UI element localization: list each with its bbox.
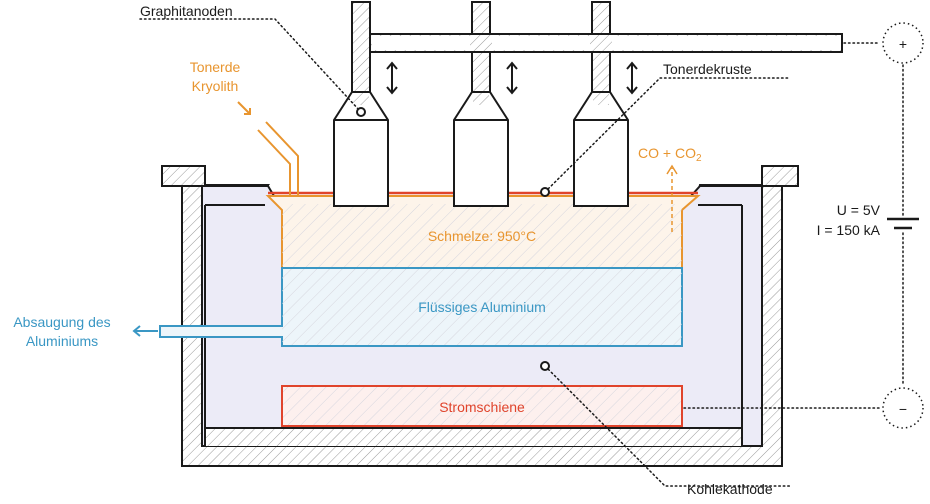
cryolite-label: Kryolith (192, 78, 239, 94)
battery-icon (887, 217, 919, 230)
updown-arrow-icon (626, 61, 638, 95)
alumina-feed-tube (257, 121, 299, 196)
extraction-arrow-icon (132, 325, 158, 337)
alumina-label: Tonerde (190, 59, 241, 75)
gas-label-subscript: 2 (696, 153, 702, 164)
plus-terminal-icon (882, 22, 924, 64)
busbar-label: Stromschiene (439, 399, 525, 415)
anode-2 (453, 1, 509, 207)
plus-sign: + (899, 36, 907, 52)
updown-arrow-icon (506, 61, 518, 95)
gas-arrow-icon (666, 164, 678, 232)
extraction-label-line1: Absaugung des (13, 314, 110, 330)
extraction-label-line2: Aluminiums (26, 333, 98, 349)
liquid-aluminium-label: Flüssiges Aluminium (418, 299, 546, 315)
cathode-pointer-dot (540, 361, 550, 371)
anode-3 (573, 1, 629, 207)
gas-label-main: CO + CO (638, 145, 696, 161)
graphite-anodes-label: Graphitanoden (140, 3, 233, 19)
minus-sign: − (899, 401, 907, 417)
alumina-crust-label: Tonerdekruste (663, 61, 752, 77)
minus-terminal-icon (882, 387, 924, 429)
voltage-label: U = 5V (837, 202, 881, 218)
anode-pointer-dot (356, 107, 366, 117)
current-label: I = 150 kA (817, 222, 881, 238)
melt-label: Schmelze: 950°C (428, 228, 536, 244)
gas-label: CO + CO2 (638, 145, 702, 164)
leader-lines (139, 18, 904, 487)
carbon-cathode-label: Kohlekathode (687, 481, 773, 497)
cathode-floor (205, 428, 742, 446)
crust-pointer-dot (540, 187, 550, 197)
anode-1 (333, 1, 389, 207)
updown-arrow-icon (386, 61, 398, 95)
feed-arrow-icon (237, 101, 251, 115)
